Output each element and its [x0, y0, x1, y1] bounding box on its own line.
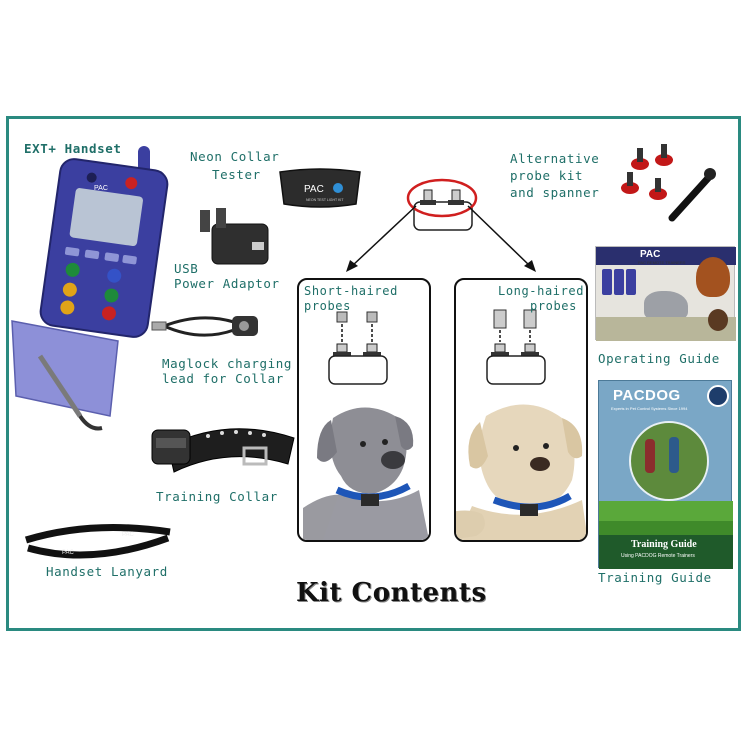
- short-probe-receiver: [328, 311, 388, 385]
- operating-guide-brand: PAC: [640, 249, 661, 260]
- maglock-label-line1: Maglock charging: [162, 356, 293, 371]
- probe-kit-label-line2: probe kit: [510, 168, 584, 183]
- collar-label: Training Collar: [156, 489, 278, 504]
- receiver-top-image: [346, 178, 536, 272]
- probe-kit-label-line3: and spanner: [510, 185, 600, 200]
- probe-kit-image: [621, 144, 716, 222]
- long-haired-label-line1: Long-haired: [498, 284, 585, 298]
- training-guide-label: Training Guide: [598, 570, 712, 585]
- kit-contents-title: Kit Contents: [296, 578, 487, 608]
- long-haired-label-line2: probes: [530, 299, 577, 313]
- long-haired-panel: [454, 278, 588, 542]
- long-probe-receiver: [486, 309, 546, 385]
- operating-guide-image: PAC PAC REMOTE TRAINERS: [595, 246, 736, 341]
- usb-label-line1: USB: [174, 261, 199, 276]
- training-guide-brand: PACDOG: [613, 387, 681, 404]
- tester-small-text: NEON TEST LIGHT KIT: [306, 198, 344, 202]
- lanyard-brand: PAC: [62, 550, 75, 556]
- tester-image: PAC NEON TEST LIGHT KIT: [279, 168, 361, 208]
- usb-adaptor-image: [200, 208, 269, 265]
- maglock-label-line2: lead for Collar: [162, 371, 284, 386]
- tester-brand: PAC: [304, 184, 324, 195]
- short-haired-label-line2: probes: [304, 299, 351, 313]
- long-haired-dog-image: [456, 404, 586, 540]
- lanyard-image: PAC PAC: [24, 524, 171, 559]
- training-guide-tagline: Experts in Pet Control Systems Since 199…: [611, 406, 688, 411]
- short-haired-panel: [297, 278, 431, 542]
- handset-label: EXT+ Handset: [24, 141, 122, 156]
- training-collar-image: [151, 428, 295, 473]
- lanyard-label: Handset Lanyard: [46, 564, 168, 579]
- training-guide-subtitle: Using PACDOG Remote Trainers: [621, 553, 695, 559]
- handset-brand: PAC: [94, 185, 108, 192]
- usb-label-line2: Power Adaptor: [174, 276, 280, 291]
- lanyard-brand-2: PAC: [122, 532, 135, 538]
- handset-image: PAC: [11, 146, 169, 431]
- tester-label-line1: Neon Collar: [190, 149, 280, 164]
- maglock-lead-image: [151, 316, 258, 337]
- operating-guide-label: Operating Guide: [598, 351, 720, 366]
- training-guide-title: Training Guide: [631, 539, 697, 550]
- training-guide-image: PACDOG Experts in Pet Control Systems Si…: [598, 380, 733, 569]
- short-haired-label-line1: Short-haired: [304, 284, 398, 298]
- tester-label-line2: Tester: [212, 167, 261, 182]
- operating-guide-header: PAC REMOTE TRAINERS: [638, 260, 686, 265]
- short-haired-dog-image: [303, 398, 429, 540]
- probe-kit-label-line1: Alternative: [510, 151, 600, 166]
